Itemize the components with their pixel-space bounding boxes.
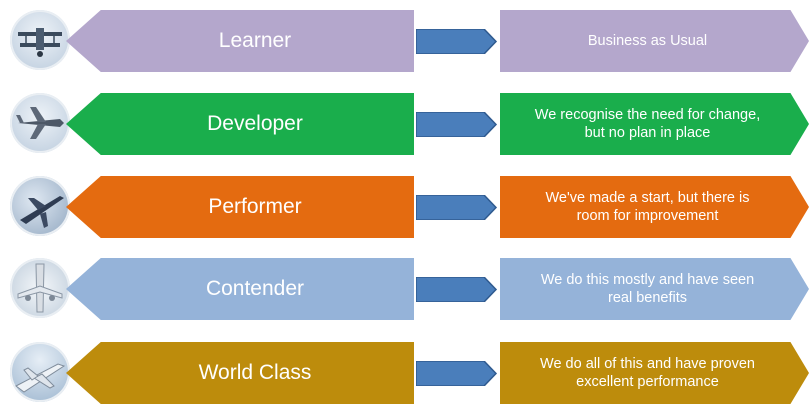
level-description-box: We do all of this and have proven excell…: [500, 342, 809, 404]
biplane-icon: [10, 10, 70, 70]
level-description-box: We do this mostly and have seen real ben…: [500, 258, 809, 320]
large-airliner-icon: [10, 342, 70, 402]
arrow-icon: [416, 112, 498, 137]
arrow-icon: [416, 277, 498, 302]
level-row-contender: Contender We do this mostly and have see…: [0, 258, 809, 320]
level-description: We do this mostly and have seen real ben…: [540, 271, 755, 306]
level-row-world-class: World Class We do all of this and have p…: [0, 342, 809, 404]
level-description: Business as Usual: [587, 32, 708, 49]
level-description-box: We've made a start, but there is room fo…: [500, 176, 809, 238]
level-name: Performer: [208, 195, 302, 218]
level-name: Learner: [218, 29, 292, 52]
level-label-box: Performer: [66, 176, 414, 238]
level-description: We recognise the need for change, but no…: [534, 106, 761, 141]
level-label-box: Contender: [66, 258, 414, 320]
level-description-box: We recognise the need for change, but no…: [500, 93, 809, 155]
propeller-plane-icon: [10, 93, 70, 153]
level-label-box: World Class: [66, 342, 414, 404]
level-description: We do all of this and have proven excell…: [540, 355, 755, 390]
level-description: We've made a start, but there is room fo…: [545, 189, 750, 224]
level-row-learner: Learner Business as Usual: [0, 10, 809, 72]
airliner-icon: [10, 258, 70, 318]
level-name: World Class: [198, 361, 312, 384]
arrow-icon: [416, 29, 498, 54]
level-row-developer: Developer We recognise the need for chan…: [0, 93, 809, 155]
jet-plane-icon: [10, 176, 70, 236]
arrow-icon: [416, 361, 498, 386]
arrow-icon: [416, 195, 498, 220]
level-label-box: Developer: [66, 93, 414, 155]
level-description-box: Business as Usual: [500, 10, 809, 72]
level-row-performer: Performer We've made a start, but there …: [0, 176, 809, 238]
level-label-box: Learner: [66, 10, 414, 72]
level-name: Contender: [205, 277, 305, 300]
level-name: Developer: [207, 112, 303, 135]
